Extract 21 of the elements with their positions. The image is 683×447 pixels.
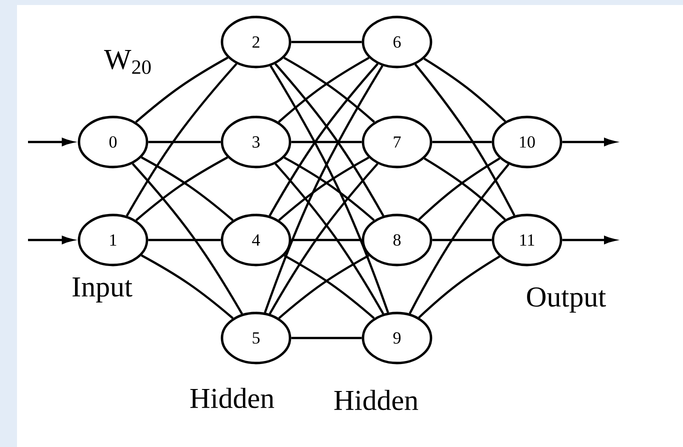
connection-line	[291, 140, 362, 144]
layer-label: Hidden	[190, 388, 274, 408]
connection-line	[126, 63, 238, 216]
connection-line	[132, 163, 243, 314]
connection-line	[148, 140, 221, 144]
connection-line	[291, 40, 362, 44]
connection-line	[414, 64, 516, 216]
connection-line	[424, 58, 506, 122]
connection-line	[291, 238, 362, 242]
layer-label: Hidden	[334, 390, 418, 410]
weight-label: W$_{20}$	[104, 50, 151, 74]
connection-line	[432, 238, 492, 242]
connection-line	[140, 254, 234, 320]
connection-line	[432, 140, 492, 144]
connection-line	[135, 56, 228, 123]
connection-line	[408, 164, 510, 314]
layer-label: Output	[527, 287, 606, 313]
connection-line	[148, 238, 221, 242]
layer-label: Input	[72, 277, 132, 303]
connection-line	[291, 336, 362, 340]
connection-line	[418, 256, 500, 318]
